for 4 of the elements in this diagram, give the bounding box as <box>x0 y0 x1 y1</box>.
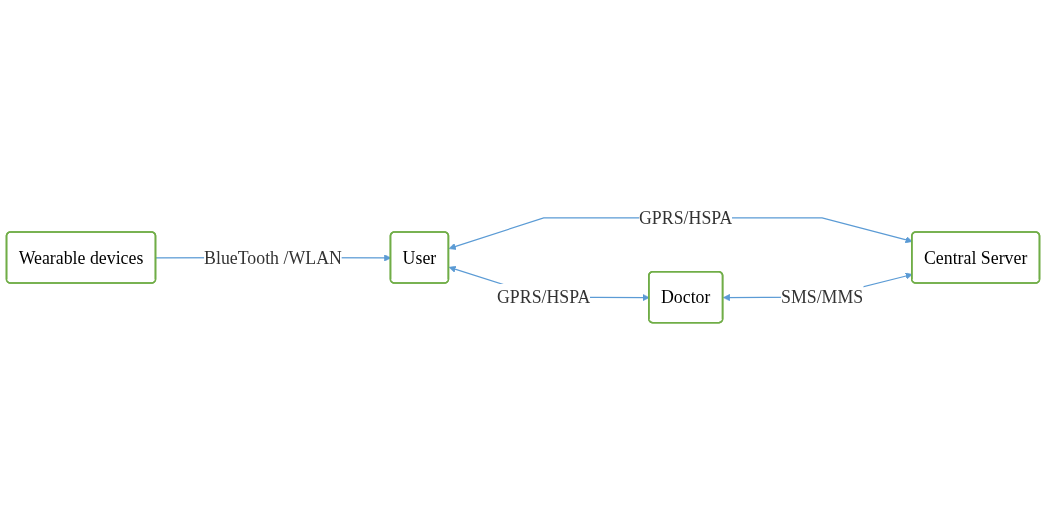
edge-label: GPRS/HSPA <box>639 208 733 229</box>
edge-label: GPRS/HSPA <box>496 287 591 308</box>
edge-label: BlueTooth /WLAN <box>204 247 342 269</box>
edge-label: SMS/MMS <box>781 287 864 308</box>
